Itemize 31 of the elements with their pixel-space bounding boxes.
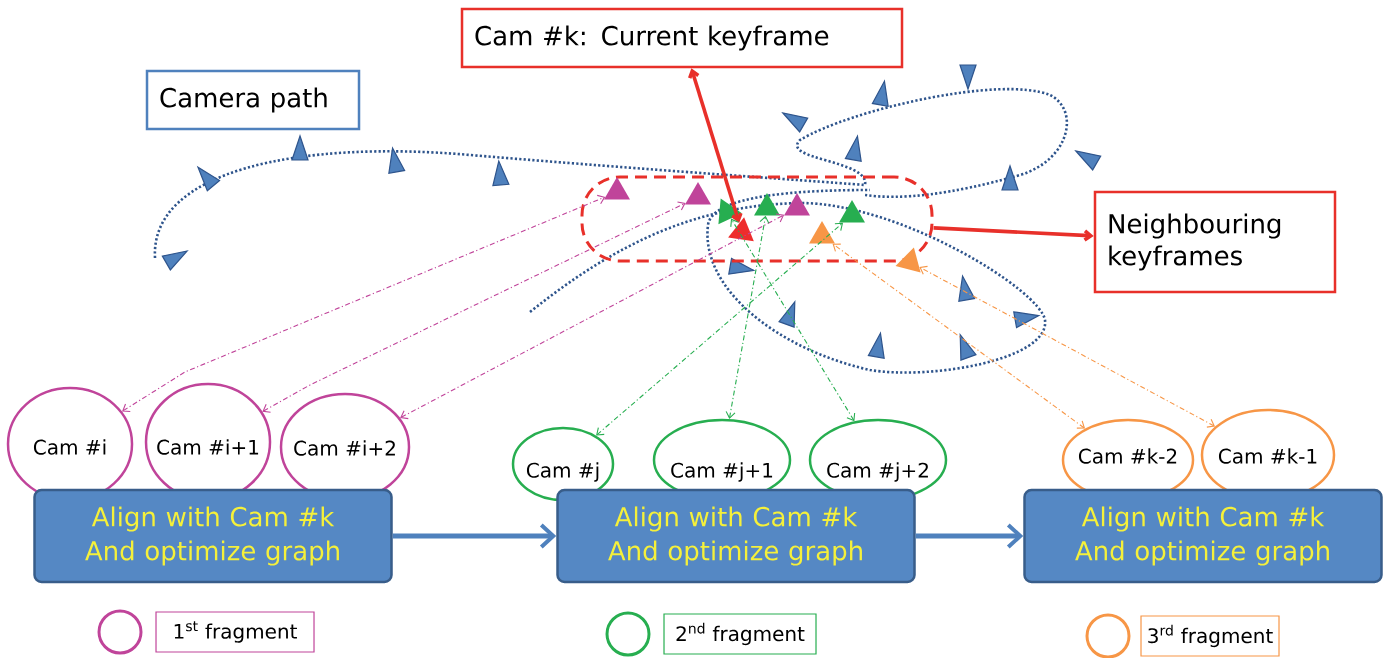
arrow [262, 201, 686, 413]
dashed-region [580, 175, 934, 263]
camera-triangle [604, 177, 630, 200]
camera-triangle [718, 198, 742, 225]
camera-triangle [809, 221, 835, 244]
legend-label: 3$^{rd}$ fragment [1140, 615, 1280, 657]
process-box: Align with Cam #k And optimize graph [1023, 488, 1383, 584]
arrow [392, 523, 557, 549]
arrow [832, 243, 1086, 429]
camera-triangle [895, 247, 921, 273]
camera-triangle [754, 193, 780, 216]
arrow [688, 68, 743, 224]
arrow [725, 215, 770, 419]
arrow [122, 194, 606, 413]
camera-triangle [728, 217, 754, 242]
camera-triangle [784, 193, 810, 216]
arrow [919, 265, 1216, 428]
legend-label: 2$^{nd}$ fragment [663, 613, 817, 655]
callout-box: Camera path [145, 69, 361, 131]
callout-box: Neighbouring keyframes [1093, 190, 1337, 294]
legend-label: 1$^{st}$ fragment [155, 611, 315, 653]
arrow [596, 222, 844, 436]
arrow [915, 523, 1024, 549]
camera-triangle [839, 200, 865, 223]
arrow [400, 213, 785, 420]
arrow [933, 226, 1094, 242]
arrow [730, 218, 856, 422]
camera-triangle [685, 182, 711, 205]
process-box: Align with Cam #k And optimize graph [556, 488, 916, 584]
process-box: Align with Cam #k And optimize graph [33, 488, 393, 584]
callout-box: Cam #k: Current keyframe [460, 7, 904, 69]
